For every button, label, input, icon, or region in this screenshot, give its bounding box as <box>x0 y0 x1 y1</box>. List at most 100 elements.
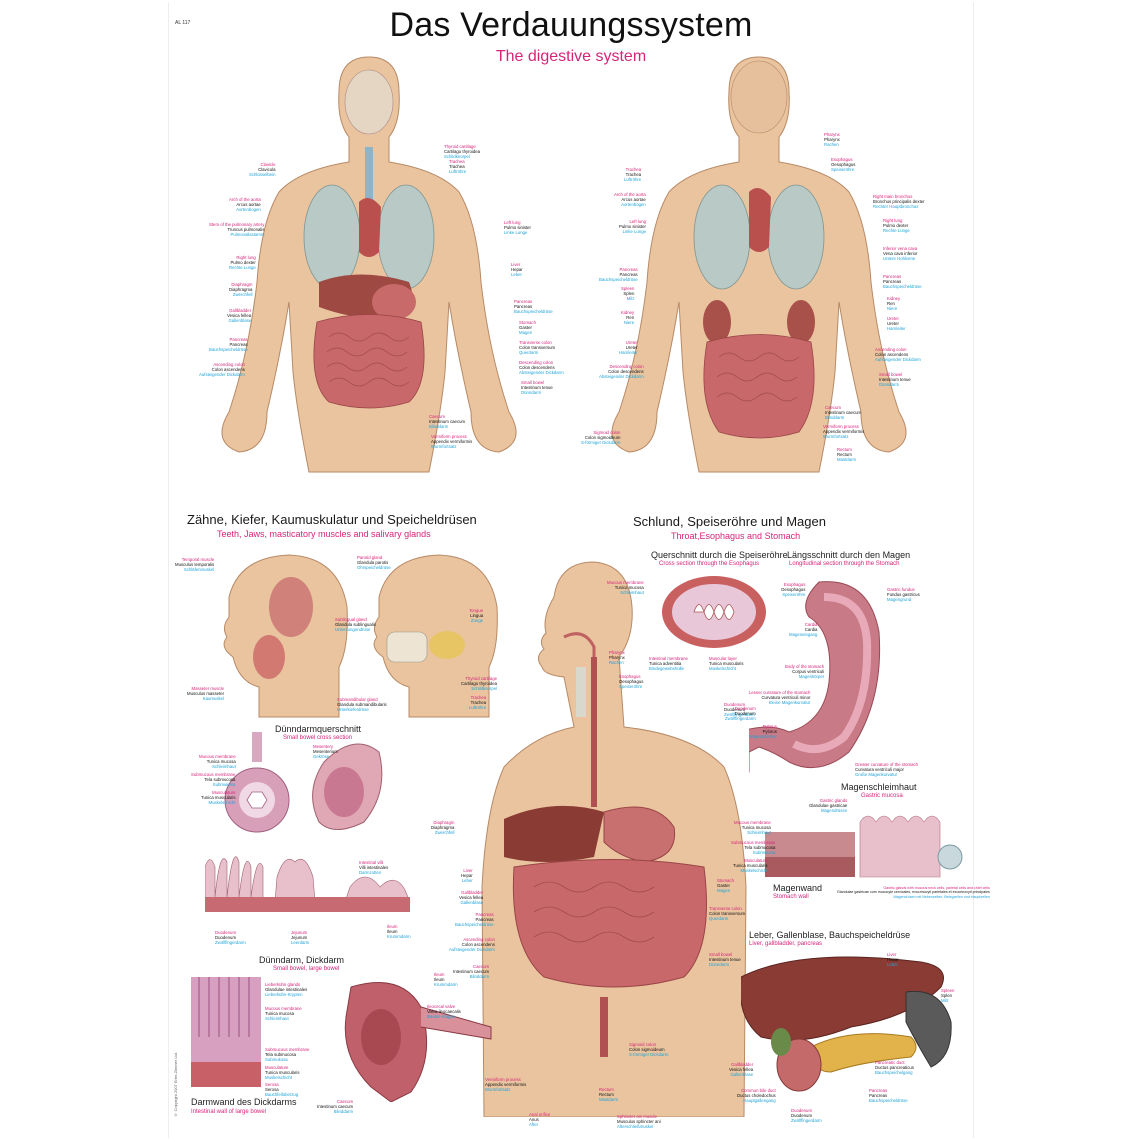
torso-digestive-figure <box>481 561 747 1117</box>
teeth-section-subtitle: Teeth, Jaws, masticatory muscles and sal… <box>217 529 431 539</box>
colon-wall-subtitle: Intestinal wall of large bowel <box>191 1109 267 1115</box>
esophagus-cross-section <box>662 576 766 648</box>
intestinal-villi-figure <box>205 856 411 912</box>
colon-wall-figure <box>191 977 492 1102</box>
stomach-long-subtitle: Longitudinal section through the Stomach <box>789 561 900 567</box>
stomach-longitudinal-section <box>749 581 881 773</box>
colon-wall-title: Darmwand des Dickdarms <box>191 1097 297 1107</box>
small-bowel-cross-title: Dünndarmquerschnitt <box>275 724 362 734</box>
gastric-mucosa-subtitle: Gastric mucosa <box>861 793 903 799</box>
esophagus-cross-subtitle: Cross section through the Esophagus <box>659 561 760 567</box>
poster-code: AL 117 <box>175 20 191 26</box>
esophagus-cross-title: Querschnitt durch die Speiseröhre <box>651 550 788 560</box>
throat-section-title: Schlund, Speiseröhre und Magen <box>633 514 826 529</box>
poster-subtitle: The digestive system <box>495 48 647 65</box>
bowel-subtitle: Small bowel, large bowel <box>273 966 340 972</box>
stomach-long-title: Längsschnitt durch den Magen <box>787 550 911 560</box>
small-bowel-cross-figure <box>224 732 383 833</box>
liver-pancreas-figure <box>741 956 952 1092</box>
small-bowel-cross-subtitle: Small bowel cross section <box>283 735 353 741</box>
teeth-section-title: Zähne, Kiefer, Kaumuskulatur und Speiche… <box>187 512 477 527</box>
stomach-wall-subtitle: Stomach wall <box>773 894 809 900</box>
label-gastric-cells: Gastric glands with mucous neck cells, p… <box>837 886 990 899</box>
